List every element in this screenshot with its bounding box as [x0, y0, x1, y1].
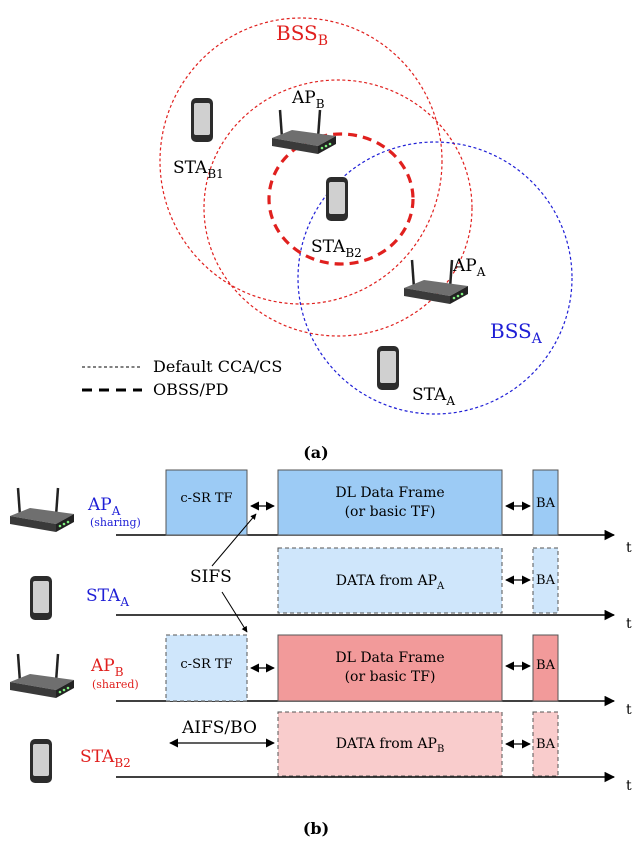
ap-a-ba-label: BA [536, 496, 556, 511]
sta-b2-data-frame [277, 711, 503, 777]
ap-b-dl-line2: (or basic TF) [345, 669, 436, 685]
aifs-label: AIFS/BO [181, 718, 257, 738]
t-label-4: t [626, 778, 632, 794]
sta-a-data-frame [277, 547, 503, 614]
ap-a-csr-tf-frame [165, 469, 248, 536]
legend: Default CCA/CS OBSS/PD [82, 357, 282, 399]
ap-b-ba-frame [532, 634, 559, 702]
sifs-pointer-up [211, 513, 257, 567]
ap-a-ba-frame [532, 469, 559, 536]
sifs-label: SIFS [190, 567, 232, 587]
ap-b-default-range [203, 79, 473, 337]
t-label-3: t [626, 702, 632, 718]
ap-a-csr-tf-label: c-SR TF [180, 491, 232, 506]
ap-b-dl-line1: DL Data Frame [335, 650, 444, 666]
sta-b2-ba-label: BA [536, 737, 556, 752]
bss-a-circle [297, 141, 573, 415]
ap-b-label: APB [291, 88, 325, 111]
sta-b2-phone-icon [326, 177, 348, 221]
ap-a-dl-line2: (or basic TF) [345, 504, 436, 520]
sta-a-data-label: DATA from APA [336, 573, 445, 592]
ap-b-csr-tf-label: c-SR TF [180, 657, 232, 672]
sta-b2-label: STAB2 [311, 237, 362, 260]
ap-b-dl-data-frame [277, 634, 503, 702]
row-note-ap-a: (sharing) [90, 516, 141, 529]
t-label-2: t [626, 616, 632, 632]
legend-default-label: Default CCA/CS [153, 357, 282, 376]
legend-obss-label: OBSS/PD [153, 380, 229, 399]
sta-a-row-phone-icon [30, 576, 52, 620]
row-label-ap-a: APA [87, 495, 121, 518]
ap-b-csr-tf-frame [165, 634, 248, 702]
panel-b: t t t t APA (sharing) STAA APB (shared) … [8, 469, 632, 838]
sifs-pointer-down [221, 591, 248, 633]
caption-a: (a) [303, 443, 329, 462]
sta-b2-data-label: DATA from APB [336, 736, 445, 755]
row-label-sta-a: STAA [86, 586, 129, 609]
ap-a-dl-line1: DL Data Frame [335, 485, 444, 501]
obss-pd-circle [267, 132, 415, 266]
t-label-1: t [626, 540, 632, 556]
bss-b-label: BSSB [276, 21, 328, 49]
sta-a-ba-frame [532, 547, 559, 614]
sta-b1-phone-icon [191, 98, 213, 142]
ap-b-row-router-icon [8, 652, 76, 700]
sta-a-phone-icon [377, 346, 399, 390]
sta-a-ba-label: BA [536, 573, 556, 588]
row-note-ap-b: (shared) [92, 678, 139, 691]
ap-a-label: APA [452, 256, 486, 279]
bss-a-label: BSSA [490, 319, 543, 347]
row-label-ap-b: APB [90, 656, 124, 679]
sta-a-label: STAA [412, 385, 455, 408]
sta-b2-row-phone-icon [30, 739, 52, 783]
ap-a-dl-data-frame [277, 469, 503, 536]
ap-b-router-icon [270, 108, 338, 156]
ap-a-row-router-icon [8, 486, 76, 534]
panel-a: BSSB BSSA STAB1 APB STAB2 APA STAA Defau… [82, 17, 573, 462]
sta-b2-ba-frame [532, 711, 559, 777]
sta-b1-label: STAB1 [173, 158, 224, 181]
caption-b: (b) [303, 819, 329, 838]
row-label-sta-b2: STAB2 [80, 747, 131, 770]
ap-b-ba-label: BA [536, 658, 556, 673]
